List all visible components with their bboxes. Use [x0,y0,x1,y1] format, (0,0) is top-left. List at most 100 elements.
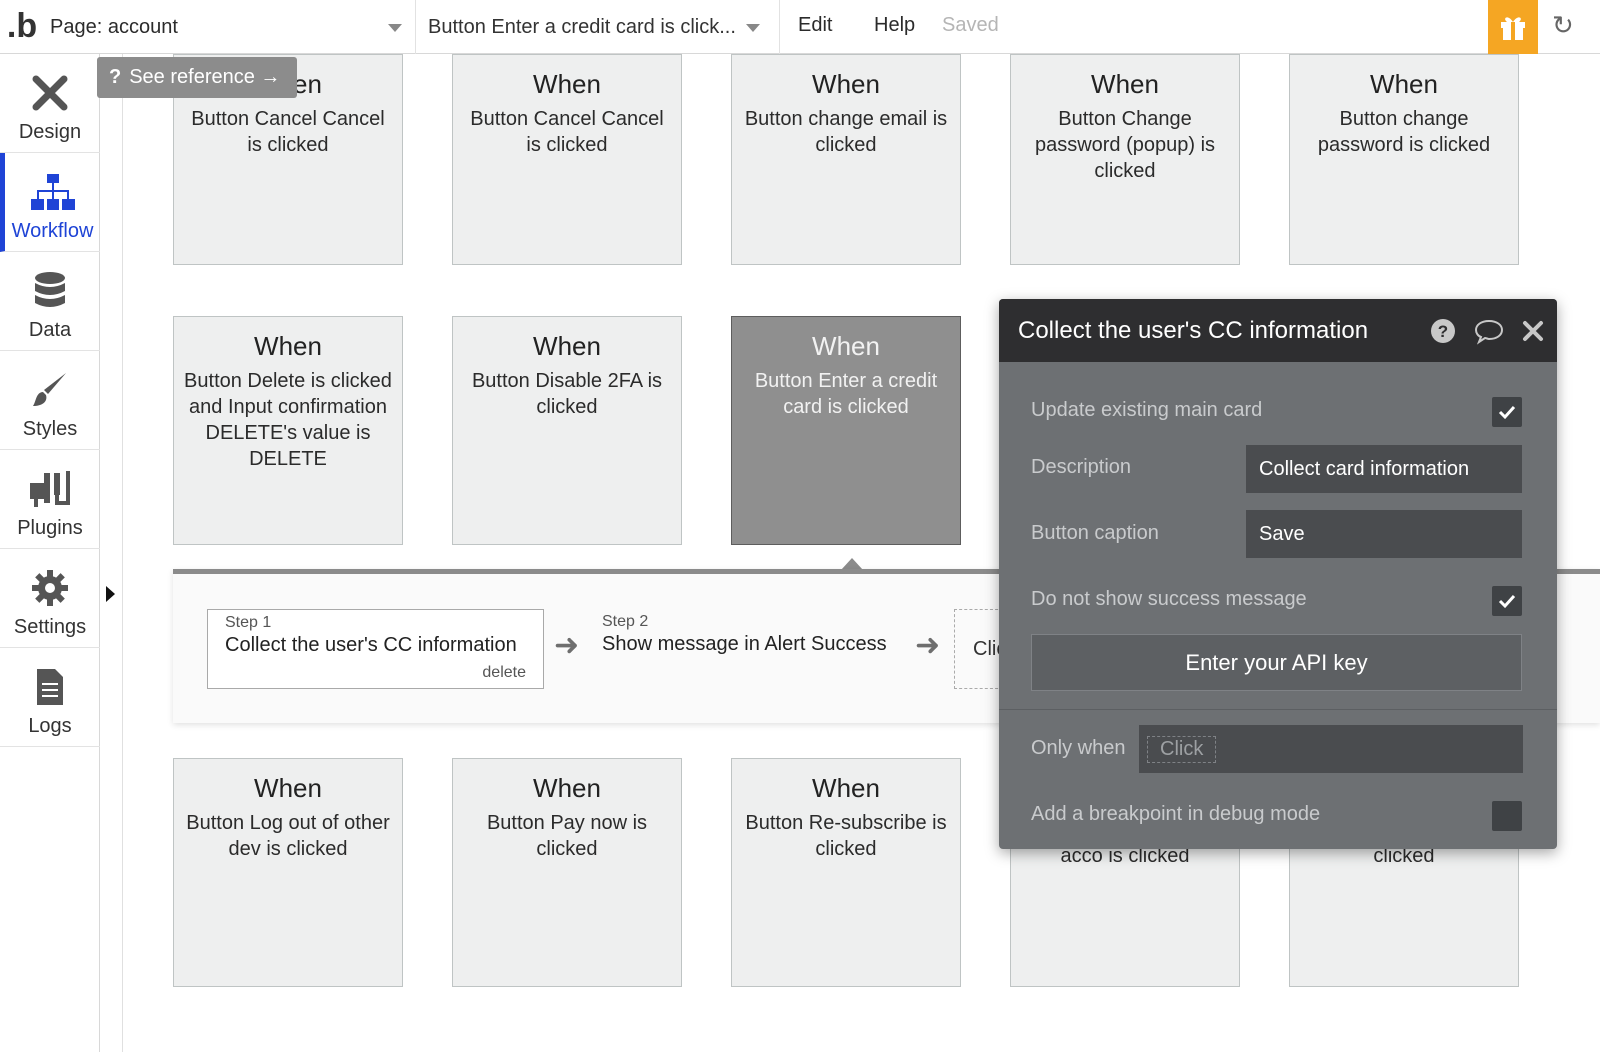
comment-icon[interactable] [1473,317,1505,345]
card-event-label: Button Cancel Cancel is clicked [470,108,664,156]
panel-header-icons: ? [1429,317,1545,345]
card-when-label: When [254,331,322,361]
breakpoint-label: Add a breakpoint in debug mode [1031,803,1321,825]
sidebar-item-styles[interactable]: Styles [0,351,100,450]
workflow-card[interactable]: When Button Cancel Cancel is clicked [452,54,682,265]
card-event-label: Button Pay now is clicked [486,812,648,860]
enter-api-key-button[interactable]: Enter your API key [1031,634,1522,691]
menu-help[interactable]: Help [874,14,916,36]
description-field[interactable]: Collect card information [1246,445,1522,493]
chevron-down-icon [746,24,760,32]
see-reference-button[interactable]: ? See reference → [97,57,297,98]
help-circle-icon[interactable]: ? [1429,317,1457,345]
step-number: Step 2 [602,613,649,630]
sidebar-item-label: Data [28,319,72,341]
arrow-right-icon: ➜ [915,629,941,662]
panel-divider [999,709,1557,710]
card-when-label: When [812,69,880,99]
card-when-label: When [533,773,601,803]
card-when-label: When [812,331,880,361]
sidebar-item-plugins[interactable]: Plugins [0,450,100,549]
workflow-card[interactable]: When Button change email is clicked [731,54,961,265]
step-1[interactable]: Step 1 Collect the user's CC information… [207,609,544,689]
card-when-label: When [1091,69,1159,99]
top-bar: .b Page: account Button Enter a credit c… [0,0,1600,54]
description-label: Description [1031,456,1132,478]
arrow-right-icon: ➜ [554,629,580,662]
workflow-card[interactable]: When Button Change password (popup) is c… [1010,54,1240,265]
step-number: Step 1 [225,614,272,631]
no-success-message-checkbox[interactable] [1492,586,1522,616]
document-icon [28,665,72,709]
workflow-card[interactable]: When Button Pay now is clicked [452,758,682,987]
card-event-label: Button Change password (popup) is clicke… [1034,108,1216,182]
update-main-card-checkbox[interactable] [1492,397,1522,427]
sidebar-item-settings[interactable]: Settings [0,549,100,648]
step-2[interactable]: Step 2 Show message in Alert Success [602,613,887,656]
workflow-card[interactable]: When Button Delete is clicked and Input … [173,316,403,545]
no-success-message-label: Do not show success message [1031,588,1307,610]
update-main-card-label: Update existing main card [1031,399,1263,421]
sidebar-item-data[interactable]: Data [0,252,100,351]
workflow-card[interactable]: When Button Re-subscribe is clicked [731,758,961,987]
only-when-placeholder[interactable]: Click [1147,736,1217,763]
design-icon [28,71,72,115]
close-icon[interactable] [1521,317,1545,345]
checkmark-icon [1498,594,1516,609]
workflow-icon [30,170,75,214]
event-selector[interactable]: Button Enter a credit card is click... [416,0,780,54]
canvas-divider [122,54,123,1052]
bubble-logo[interactable]: .b [6,7,38,45]
workflow-card[interactable]: When Button Disable 2FA is clicked [452,316,682,545]
left-sidebar: Design Workflow [0,54,100,1052]
breakpoint-checkbox[interactable] [1492,801,1522,831]
button-caption-field[interactable]: Save [1246,510,1522,558]
card-event-label: Button Log out of other dev is clicked [186,812,390,860]
checkmark-icon [1498,405,1516,420]
see-reference-label: See reference → [129,66,281,88]
card-event-label: Button change email is clicked [744,108,948,156]
sidebar-item-logs[interactable]: Logs [0,648,100,747]
workflow-card[interactable]: When Button change password is clicked [1289,54,1519,265]
only-when-label: Only when [1031,737,1126,759]
card-event-label: acco is clicked [1060,845,1190,867]
event-selector-label: Button Enter a credit card is click... [428,15,736,38]
page-selector-label: Page: account [50,15,178,38]
step-delete-link[interactable]: delete [482,664,526,681]
database-icon [28,269,72,313]
sidebar-item-label: Workflow [11,220,94,242]
card-event-label: Button Re-subscribe is clicked [745,812,947,860]
card-event-label: Button Enter a credit card is clicked [754,370,938,418]
plugin-icon [28,467,72,511]
card-event-label: Button Disable 2FA is clicked [471,370,663,418]
gift-icon [1501,17,1525,40]
card-event-label: clicked [1373,845,1435,867]
panel-header: Collect the user's CC information ? [999,299,1557,362]
sidebar-item-design[interactable]: Design [0,54,100,153]
step-title: Show message in Alert Success [602,633,887,655]
action-property-panel: Collect the user's CC information ? Upda… [999,299,1557,849]
chevron-down-icon [388,24,402,32]
refresh-icon[interactable]: ↻ [1552,10,1574,40]
sidebar-item-workflow[interactable]: Workflow [0,153,100,252]
card-event-label: Button change password is clicked [1317,108,1491,156]
gear-icon [28,566,72,610]
expand-arrow-icon[interactable] [106,586,115,602]
sidebar-item-label: Logs [28,715,72,737]
page-selector[interactable]: Page: account [38,0,416,54]
workflow-card-selected[interactable]: When Button Enter a credit card is click… [731,316,961,545]
card-when-label: When [533,69,601,99]
save-status: Saved [942,14,999,36]
card-when-label: When [254,773,322,803]
card-when-label: When [1370,69,1438,99]
gift-button[interactable] [1488,0,1538,54]
card-when-label: When [812,773,880,803]
card-event-label: Button Cancel Cancel is clicked [191,108,385,156]
workflow-card[interactable]: When Button Log out of other dev is clic… [173,758,403,987]
brush-icon [28,368,72,412]
help-icon: ? [109,66,122,88]
sidebar-item-label: Styles [22,418,78,440]
card-when-label: When [533,331,601,361]
only-when-field[interactable]: Click [1139,725,1523,773]
menu-edit[interactable]: Edit [798,14,833,36]
